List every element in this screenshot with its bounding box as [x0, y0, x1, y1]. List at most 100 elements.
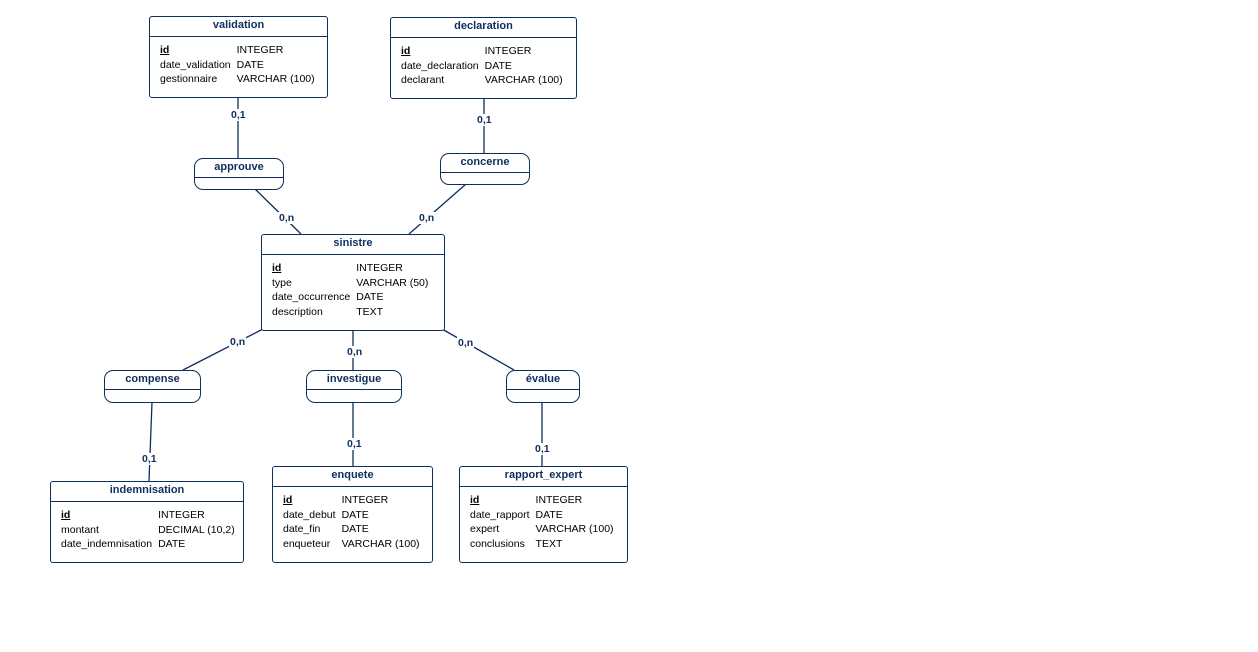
line-compense-indemnisation	[148, 401, 153, 482]
association-evalue[interactable]: évalue	[506, 370, 580, 403]
line-sinistre-compense	[182, 328, 264, 371]
entity-title: rapport_expert	[460, 467, 627, 487]
attribute-type: VARCHAR (100)	[535, 523, 614, 535]
cardinality-label: 0,n	[457, 337, 475, 349]
attribute-type: VARCHAR (50)	[356, 276, 429, 289]
primary-key-name: id	[61, 509, 71, 521]
attribute-name: description	[272, 305, 323, 318]
cardinality-label: 0,n	[346, 346, 364, 358]
attribute-list: id INTEGER date_declaration DATE declarant VA…	[401, 44, 569, 88]
attribute-type: INTEGER	[236, 44, 284, 56]
entity-title: declaration	[391, 18, 576, 38]
attribute-row: date_rapport DATE	[470, 508, 620, 523]
attribute-name: montant	[61, 523, 99, 536]
attribute-row: date_declaration DATE	[401, 59, 569, 74]
attribute-type: TEXT	[356, 305, 384, 318]
line-concerne-sinistre	[408, 183, 467, 235]
attribute-row: id INTEGER	[401, 44, 569, 59]
attribute-type: TEXT	[535, 537, 563, 550]
attribute-type: INTEGER	[158, 509, 205, 521]
association-approuve[interactable]: approuve	[194, 158, 284, 190]
primary-key-name: id	[283, 494, 293, 506]
attribute-type: DATE	[341, 523, 369, 535]
association-investigue[interactable]: investigue	[306, 370, 402, 403]
attribute-type: VARCHAR (100)	[484, 74, 563, 86]
entity-title: sinistre	[262, 235, 444, 255]
attribute-name: conclusions	[470, 537, 525, 550]
attribute-row: gestionnaire VARCHAR (100)	[160, 72, 321, 87]
line-sinistre-evalue	[441, 328, 515, 371]
attribute-type: INTEGER	[535, 494, 583, 506]
attribute-row: montant DECIMAL (10,2)	[61, 523, 241, 538]
attribute-type: VARCHAR (100)	[236, 73, 315, 85]
association-compense[interactable]: compense	[104, 370, 201, 403]
entity-indemnisation[interactable]: indemnisation id INTEGER montant DECIMAL (1…	[50, 481, 244, 563]
entity-rapport-expert[interactable]: rapport_expert id INTEGER date_rapport DATE…	[459, 466, 628, 563]
entity-title: validation	[150, 17, 327, 37]
attribute-name: date_rapport	[470, 508, 530, 521]
attribute-type: DATE	[484, 59, 512, 72]
attribute-name: type	[272, 276, 292, 289]
attribute-type: INTEGER	[484, 45, 532, 57]
attribute-type: DECIMAL (10,2)	[158, 523, 235, 536]
entity-sinistre[interactable]: sinistre id INTEGER type VARCHAR (50)date_o…	[261, 234, 445, 331]
attribute-row: id INTEGER	[160, 43, 321, 58]
attribute-type: DATE	[236, 58, 264, 71]
cardinality-label: 0,1	[476, 114, 493, 126]
attribute-row: conclusions TEXT	[470, 537, 620, 552]
association-title: compense	[105, 371, 200, 390]
attribute-type: VARCHAR (100)	[341, 537, 420, 550]
cardinality-label: 0,n	[278, 212, 296, 224]
attribute-row: date_indemnisation DATE	[61, 537, 241, 552]
attribute-name: expert	[470, 523, 500, 535]
attribute-row: enqueteur VARCHAR (100)	[283, 537, 426, 552]
attribute-name: date_declaration	[401, 59, 479, 72]
attribute-name: enqueteur	[283, 537, 331, 550]
attribute-type: DATE	[535, 508, 563, 521]
association-title: concerne	[441, 154, 529, 173]
attribute-row: id INTEGER	[470, 493, 620, 508]
attribute-list: id INTEGER date_rapport DATE expert VARCHAR (…	[470, 493, 620, 551]
entity-declaration[interactable]: declaration id INTEGER date_declaration DAT…	[390, 17, 577, 99]
attribute-name: date_fin	[283, 523, 321, 535]
cardinality-label: 0,1	[534, 443, 551, 455]
attribute-list: id INTEGER type VARCHAR (50)date_occurrence…	[272, 261, 434, 319]
entity-title: enquete	[273, 467, 432, 487]
attribute-row: id INTEGER	[272, 261, 434, 276]
primary-key-name: id	[401, 45, 411, 57]
primary-key-name: id	[470, 494, 480, 506]
entity-title: indemnisation	[51, 482, 243, 502]
cardinality-label: 0,n	[418, 212, 436, 224]
attribute-type: INTEGER	[341, 494, 389, 506]
attribute-name: gestionnaire	[160, 73, 218, 85]
attribute-type: INTEGER	[356, 262, 403, 274]
cardinality-label: 0,1	[346, 438, 363, 450]
cardinality-label: 0,n	[229, 336, 247, 348]
attribute-type: DATE	[158, 538, 186, 550]
attribute-name: declarant	[401, 74, 445, 86]
attribute-row: type VARCHAR (50)	[272, 276, 434, 291]
attribute-row: description TEXT	[272, 305, 434, 320]
line-approuve-sinistre	[254, 188, 302, 235]
association-concerne[interactable]: concerne	[440, 153, 530, 185]
primary-key-name: id	[160, 44, 170, 56]
attribute-row: declarant VARCHAR (100)	[401, 73, 569, 88]
association-title: approuve	[195, 159, 283, 178]
cardinality-label: 0,1	[230, 109, 247, 121]
attribute-name: date_debut	[283, 508, 336, 521]
attribute-row: id INTEGER	[61, 508, 241, 523]
cardinality-label: 0,1	[141, 453, 158, 465]
attribute-name: date_indemnisation	[61, 538, 153, 550]
attribute-row: expert VARCHAR (100)	[470, 522, 620, 537]
attribute-row: date_fin DATE	[283, 522, 426, 537]
primary-key-name: id	[272, 262, 282, 274]
attribute-type: DATE	[341, 508, 369, 521]
attribute-row: id INTEGER	[283, 493, 426, 508]
